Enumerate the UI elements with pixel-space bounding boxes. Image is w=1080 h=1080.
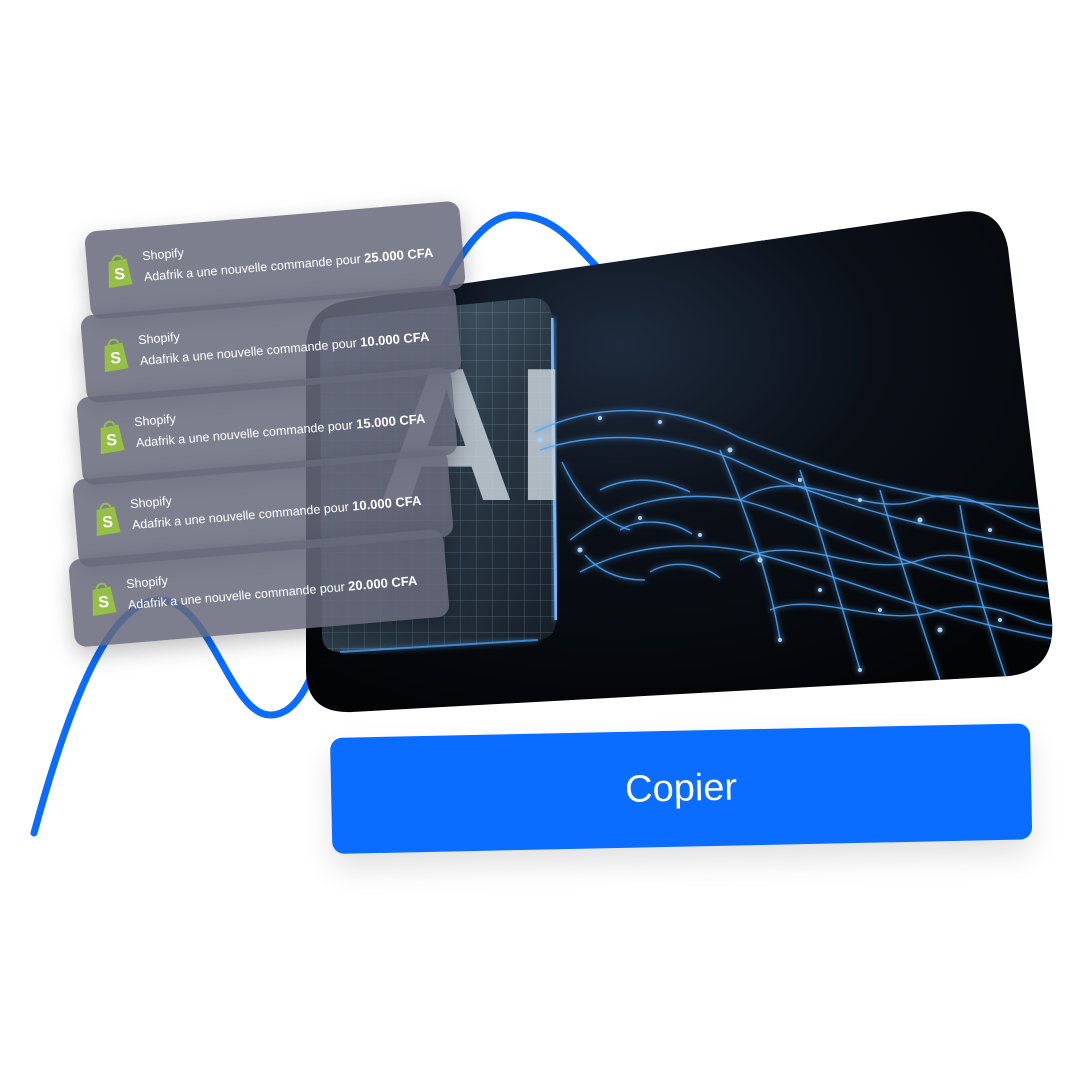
notification-app-name: Shopify — [129, 493, 173, 512]
copy-button[interactable]: Copier — [330, 723, 1033, 854]
notification-message: Adafrik a une nouvelle commande pour 25.… — [143, 244, 434, 285]
notification-app-name: Shopify — [133, 411, 177, 430]
shopify-logo-icon: S — [90, 498, 123, 538]
notification-app-name: Shopify — [137, 329, 181, 348]
svg-text:S: S — [106, 432, 118, 450]
notification-amount: 15.000 CFA — [355, 410, 426, 432]
svg-text:S: S — [98, 594, 110, 612]
shopify-logo-icon: S — [86, 578, 119, 618]
notification-card[interactable]: S Shopify Adafrik a une nouvelle command… — [80, 284, 463, 404]
notification-amount: 20.000 CFA — [347, 572, 418, 594]
notification-message: Adafrik a une nouvelle commande pour 10.… — [139, 328, 430, 369]
notification-amount: 10.000 CFA — [359, 328, 430, 350]
shopify-logo-icon: S — [94, 416, 127, 456]
notification-message: Adafrik a une nouvelle commande pour 15.… — [135, 410, 426, 451]
notification-app-name: Shopify — [141, 245, 185, 264]
svg-text:S: S — [102, 514, 114, 532]
notification-amount: 25.000 CFA — [363, 244, 434, 266]
shopify-logo-icon: S — [98, 334, 131, 374]
notification-card[interactable]: S Shopify Adafrik a une nouvelle command… — [76, 366, 459, 486]
notification-app-name: Shopify — [125, 573, 169, 592]
notification-message: Adafrik a une nouvelle commande pour 10.… — [131, 492, 422, 533]
notification-message: Adafrik a une nouvelle commande pour 20.… — [127, 572, 418, 613]
notification-amount: 10.000 CFA — [351, 492, 422, 514]
notification-card[interactable]: S Shopify Adafrik a une nouvelle command… — [84, 200, 467, 320]
shopify-logo-icon: S — [102, 250, 135, 290]
svg-text:S: S — [110, 350, 122, 368]
notification-card[interactable]: S Shopify Adafrik a une nouvelle command… — [72, 448, 455, 568]
notification-card[interactable]: S Shopify Adafrik a une nouvelle command… — [68, 528, 451, 648]
svg-text:S: S — [114, 266, 126, 284]
